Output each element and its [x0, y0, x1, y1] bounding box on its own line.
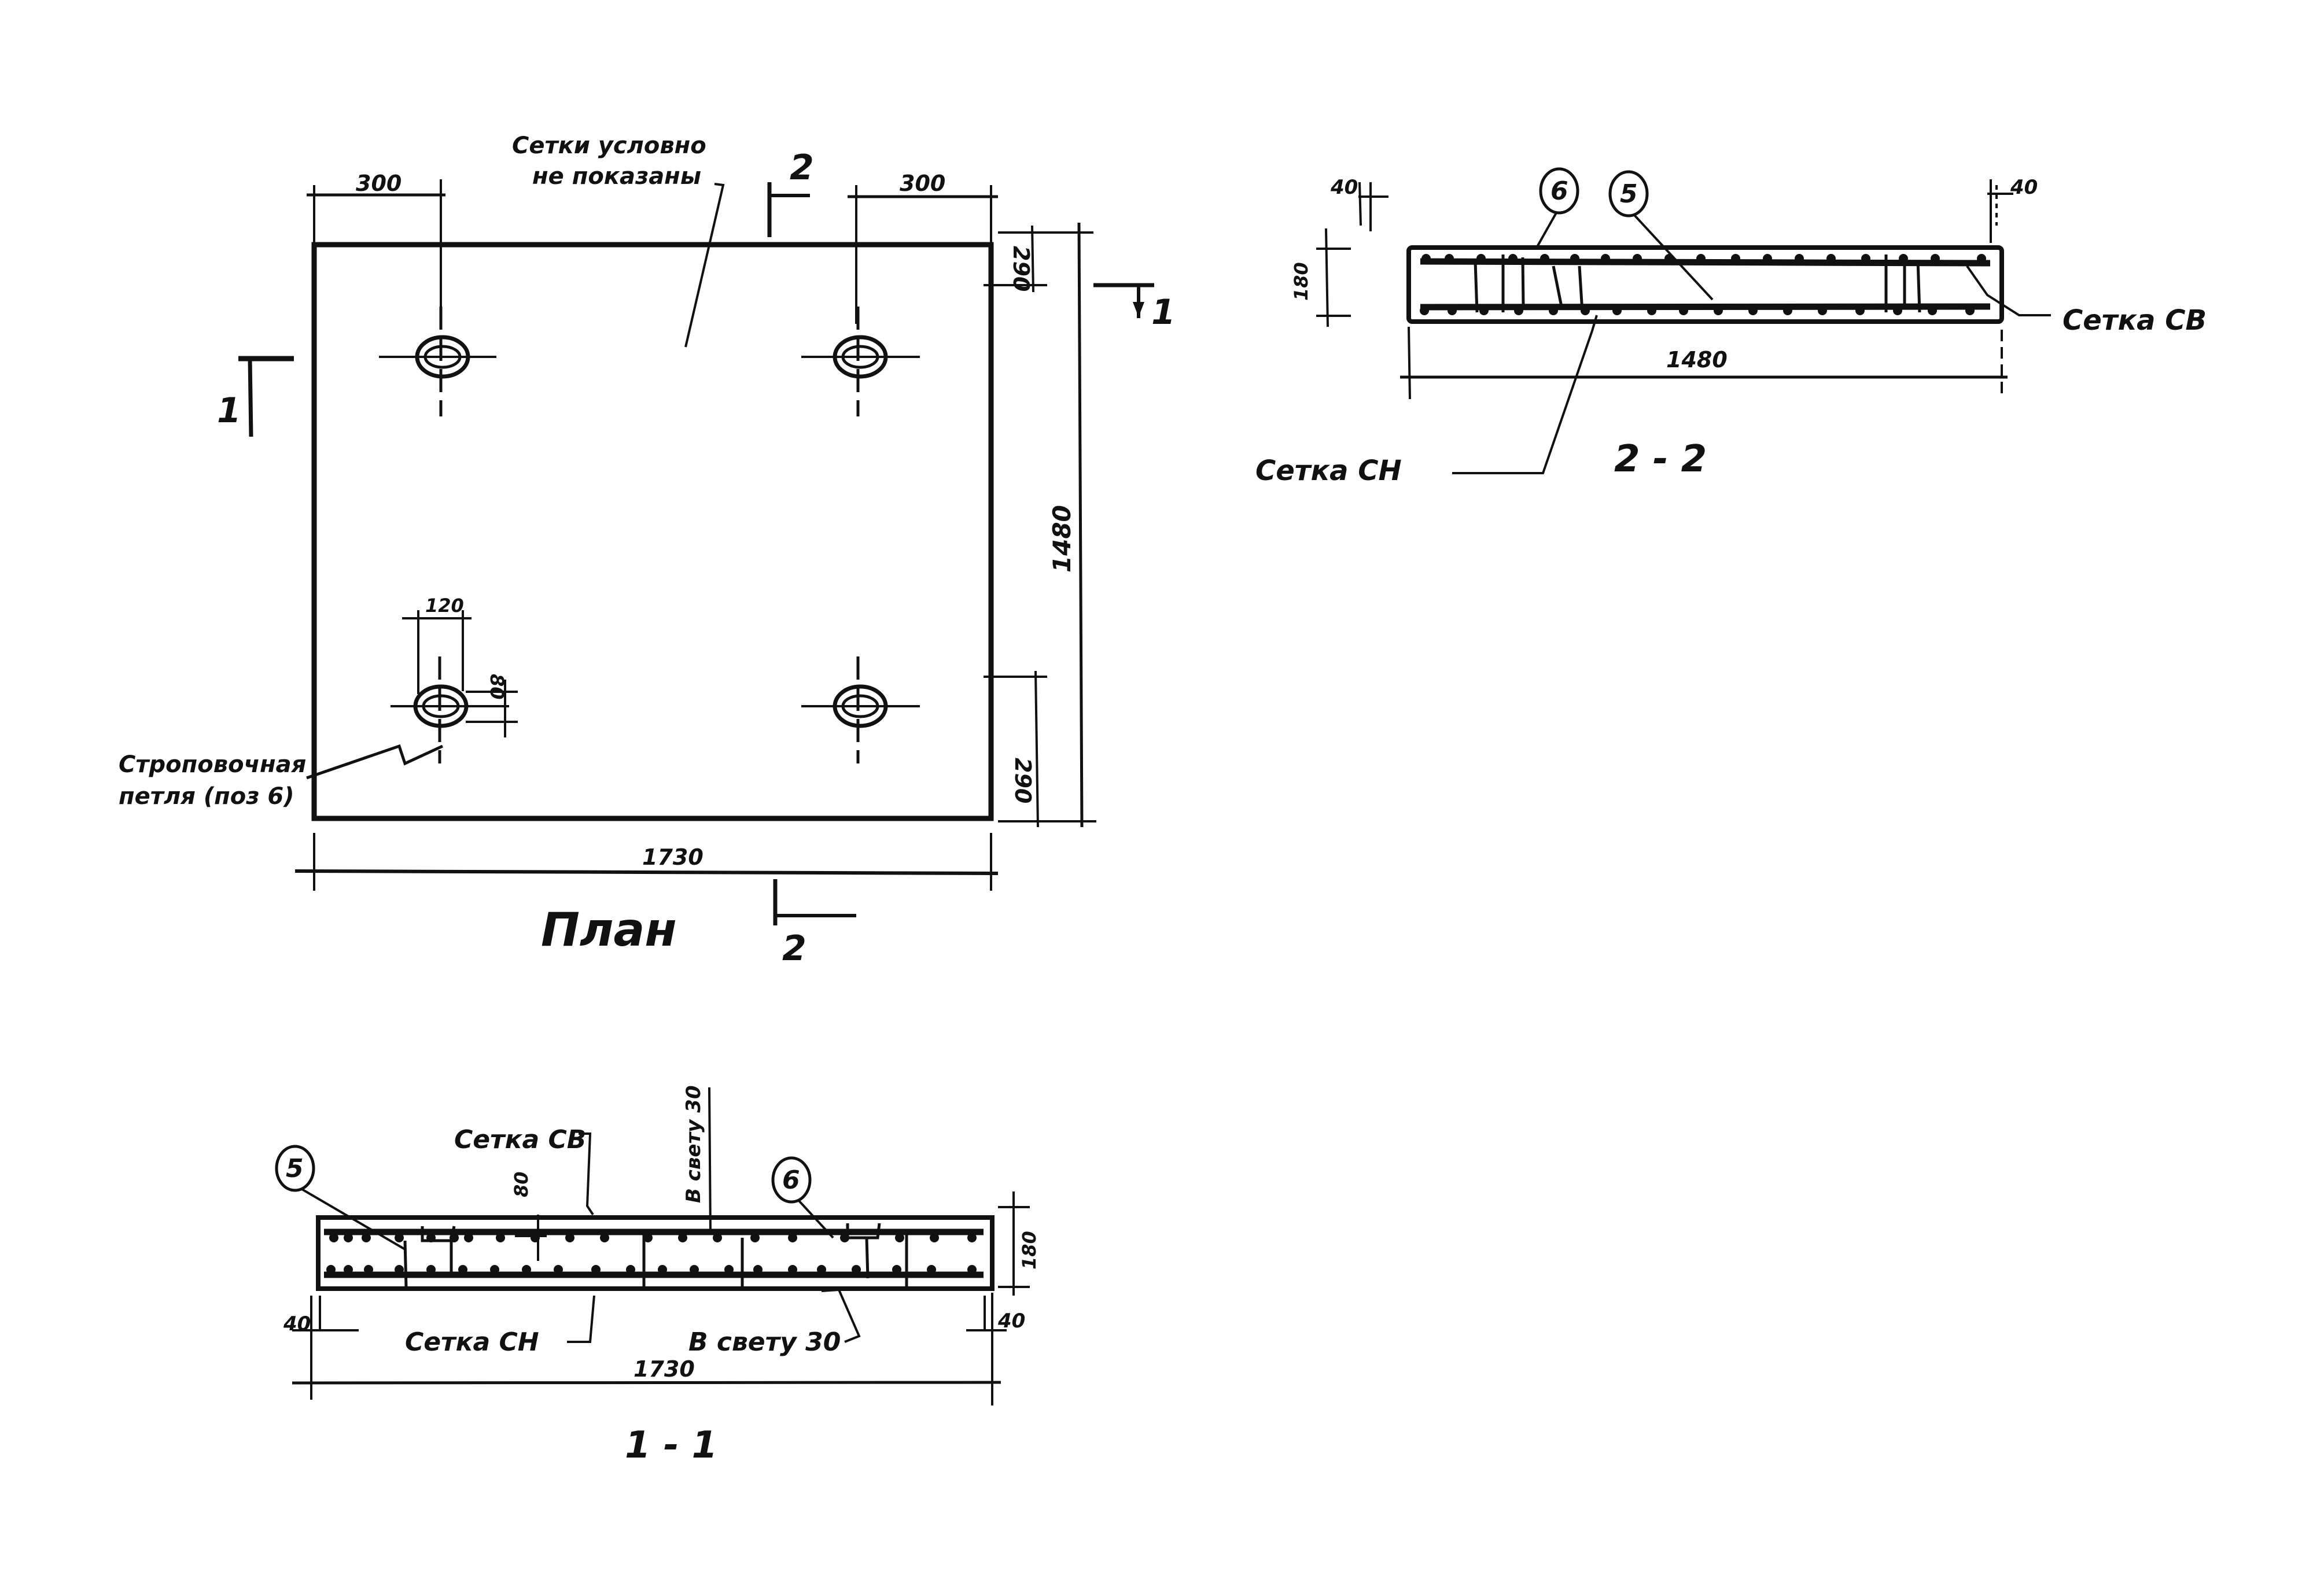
lifting-loop-top-left	[379, 307, 496, 416]
mesh-ch-leader	[567, 1295, 595, 1343]
rebar-dots-bottom	[326, 1265, 977, 1274]
dim-line	[1031, 225, 1034, 293]
note-line2: не показаны	[532, 163, 701, 190]
mesh-cb-leader	[579, 1132, 594, 1216]
plan-view: 300 300 Сетки условно не показаны 2 1 1	[119, 132, 1176, 969]
section-1-left-arrow	[248, 358, 253, 437]
marker-6-circle	[771, 1156, 812, 1204]
dim-line	[292, 1381, 1001, 1385]
dim-1480: 1480	[1048, 505, 1076, 573]
section-2-top-label: 2	[790, 147, 814, 188]
ext-line	[1358, 182, 1362, 226]
marker-6-leader	[797, 1199, 834, 1239]
mesh-cb-label: Сетка СВ	[2062, 304, 2207, 337]
section-1-1-title: 1 - 1	[625, 1424, 717, 1467]
dim-40-left-1-1: 40	[283, 1312, 311, 1336]
dim-120: 120	[425, 595, 464, 617]
note-line1: Сетки условно	[512, 132, 706, 159]
dim-1730-1-1: 1730	[634, 1356, 695, 1382]
mesh-ch-leader	[1452, 315, 1598, 474]
clear-bottom-label: В свету 30	[688, 1327, 841, 1357]
dim-1480-2-2: 1480	[1666, 347, 1728, 372]
marker-5-label: 5	[1620, 179, 1638, 209]
marker-5-circle	[1608, 170, 1649, 217]
section-1-left-label: 1	[217, 390, 241, 431]
stirrups	[1474, 254, 1921, 313]
plan-title: План	[541, 903, 677, 957]
section-1-1: 5 6 Сетка СВ 80 В свету 30 180 40 40 Сет…	[275, 1085, 1040, 1467]
dim-line	[294, 869, 999, 875]
dim-line	[1077, 222, 1084, 828]
section-1-right-arrowhead	[1133, 302, 1144, 317]
loop-label-line1: Строповочная	[119, 751, 306, 778]
dim-290-bottom: 290	[1010, 758, 1036, 803]
section-2-bottom-label: 2	[782, 928, 806, 969]
section-2-2: 6 5 40 40 180 1480 Сетка СВ Сетка СН 2 -…	[1255, 167, 2207, 487]
marker-6-leader	[1535, 212, 1557, 249]
dim-180-2-2: 180	[1290, 262, 1312, 301]
marker-5-label: 5	[286, 1154, 304, 1183]
mesh-cb-leader	[1966, 265, 2051, 316]
clear-bottom-leader	[821, 1288, 861, 1343]
section-1-right-label: 1	[1151, 292, 1176, 333]
ext-line	[1408, 326, 1411, 400]
marker-5-circle	[275, 1145, 315, 1192]
dim-40-left: 40	[1330, 176, 1358, 199]
loop-detail-left	[421, 1226, 463, 1242]
mesh-ch-label: Сетка СН	[1255, 455, 1402, 487]
loop-detail-right	[846, 1223, 881, 1239]
marker-6-label: 6	[1550, 176, 1568, 206]
lifting-loop-bottom-left	[391, 656, 509, 763]
stirrups	[403, 1232, 908, 1288]
lifting-loop-bottom-right	[801, 656, 920, 763]
marker-5-leader	[1633, 214, 1714, 301]
section-2-2-outline	[1406, 245, 2004, 324]
clear-vertical-line	[708, 1087, 712, 1235]
marker-5-leader	[300, 1187, 406, 1250]
plan-slab-outline	[311, 242, 994, 821]
marker-6-label: 6	[782, 1165, 800, 1195]
rebar-dots-bottom	[1420, 306, 1975, 315]
lifting-loop-top-right	[801, 307, 920, 416]
dim-40-right-1-1: 40	[997, 1309, 1025, 1333]
section-2-2-title: 2 - 2	[1614, 438, 1707, 481]
dim-290-top: 290	[1008, 246, 1034, 292]
dim-line	[1034, 670, 1039, 828]
dim-line	[1325, 228, 1329, 327]
marker-6-circle	[1539, 167, 1579, 215]
clear-vertical-label: В свету 30	[682, 1085, 705, 1203]
section-1-1-outline	[316, 1215, 995, 1291]
mesh-ch-label: Сетка СН	[405, 1327, 539, 1357]
dim-80-section: 80	[510, 1171, 532, 1197]
dim-1730-plan: 1730	[642, 844, 704, 870]
dim-300-left: 300	[356, 171, 402, 196]
dim-40-right: 40	[2010, 176, 2038, 199]
mesh-cb-label: Сетка СВ	[454, 1125, 586, 1154]
loop-label-line2: петля (поз 6)	[119, 783, 294, 810]
dim-180-1-1: 180	[1018, 1231, 1040, 1270]
loop-label-leader	[306, 744, 444, 780]
note-leader	[684, 183, 725, 348]
dim-300-right: 300	[900, 171, 945, 196]
dim-80: 80	[486, 674, 508, 700]
